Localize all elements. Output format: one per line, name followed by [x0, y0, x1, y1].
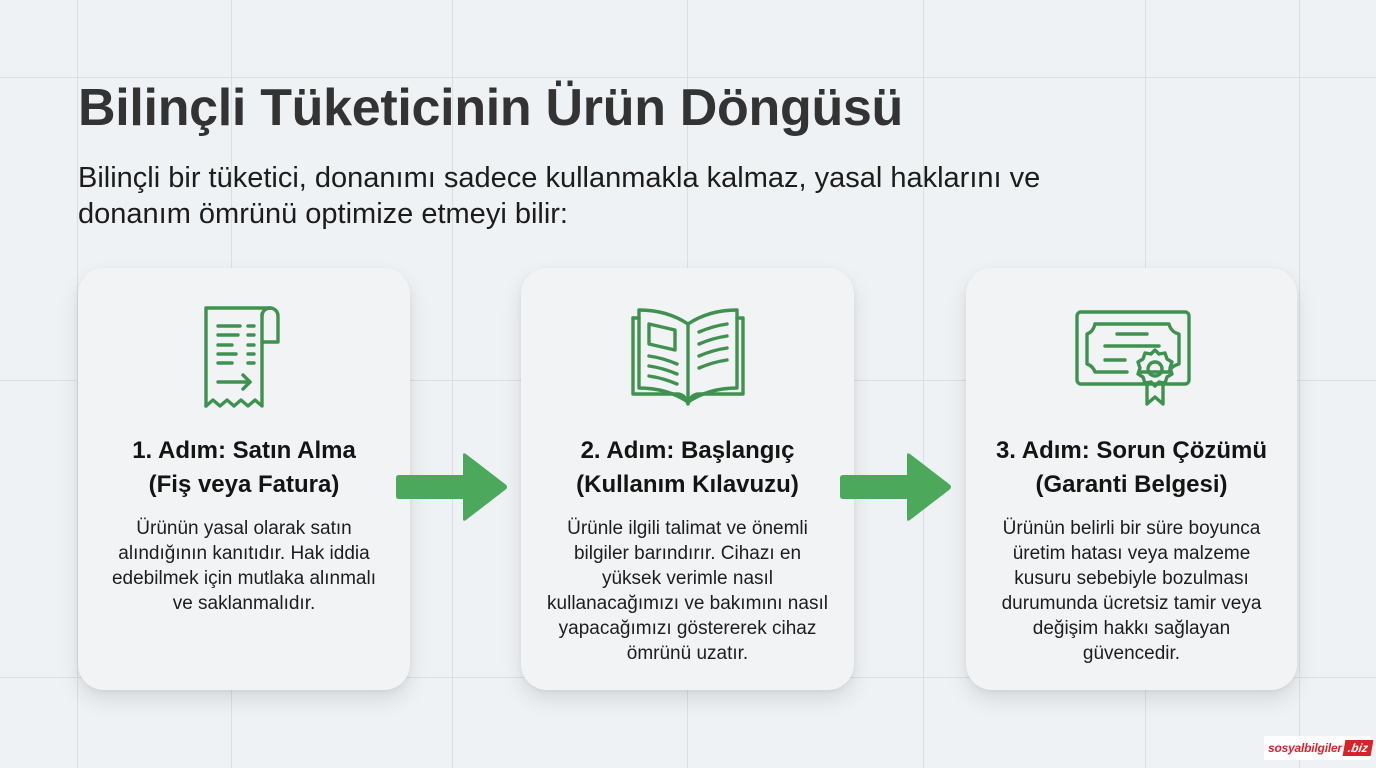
step-card-start: 2. Adım: Başlangıç (Kullanım Kılavuzu) Ü… [521, 268, 854, 690]
arrow-right-icon [396, 453, 507, 521]
site-logo: sosyalbilgiler .biz [1264, 736, 1374, 760]
page-subtitle: Bilinçli bir tüketici, donanımı sadece k… [78, 162, 1041, 230]
step-card-warranty: 3. Adım: Sorun Çözümü (Garanti Belgesi) … [966, 268, 1297, 690]
page-title: Bilinçli Tüketicinin Ürün Döngüsü [78, 79, 903, 137]
step-description: Ürünün yasal olarak satın alındığının ka… [111, 518, 376, 614]
logo-brand-text: sosyalbilgiler [1268, 741, 1342, 755]
step-heading-line1: 1. Adım: Satın Alma [132, 437, 356, 464]
step-heading-line1: 3. Adım: Sorun Çözümü [995, 437, 1268, 464]
logo-tld-badge: .biz [1342, 740, 1374, 756]
step-heading-line2: (Kullanım Kılavuzu) [576, 471, 799, 498]
step-description: Ürünle ilgili talimat ve önemli bilgiler… [547, 518, 828, 664]
step-heading-line1: 2. Adım: Başlangıç [580, 437, 795, 464]
step-heading: 2. Adım: Başlangıç (Kullanım Kılavuzu) [521, 434, 854, 502]
open-book-icon [630, 308, 745, 406]
grid-line [923, 0, 924, 768]
arrow-right-icon [840, 453, 951, 521]
grid-line [77, 0, 78, 768]
step-card-purchase: 1. Adım: Satın Alma (Fiş veya Fatura) Ür… [78, 268, 410, 690]
grid-line [0, 77, 1376, 78]
receipt-icon [204, 306, 280, 408]
grid-line [452, 0, 453, 768]
step-heading-line2: (Garanti Belgesi) [1035, 471, 1228, 498]
grid-line [1299, 0, 1300, 768]
step-heading: 1. Adım: Satın Alma (Fiş veya Fatura) [78, 434, 410, 502]
step-heading: 3. Adım: Sorun Çözümü (Garanti Belgesi) [966, 434, 1297, 502]
step-description: Ürünün belirli bir süre boyunca üretim h… [1001, 518, 1262, 664]
certificate-icon [1074, 310, 1191, 406]
step-heading-line2: (Fiş veya Fatura) [148, 471, 340, 498]
